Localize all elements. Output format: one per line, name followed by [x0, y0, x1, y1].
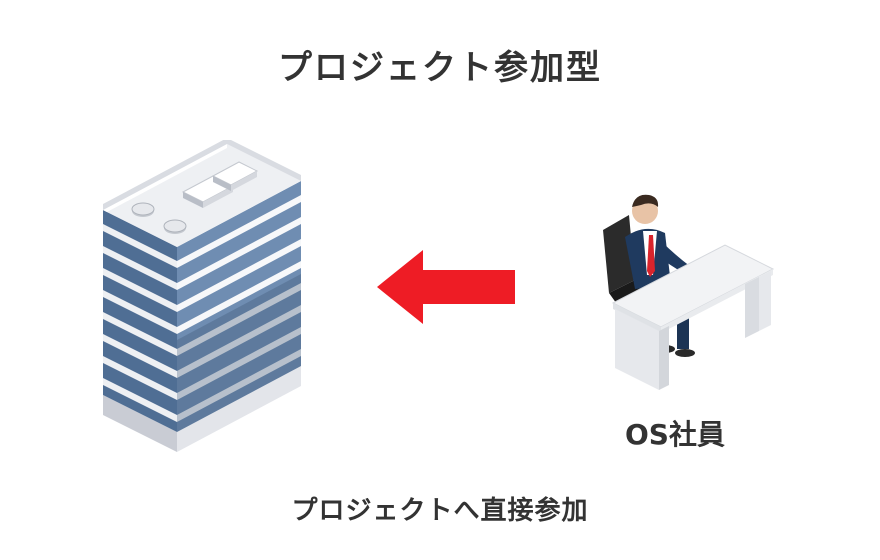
businessman-at-desk-icon	[603, 194, 775, 390]
diagram-title: プロジェクト参加型	[278, 48, 602, 88]
diagram-caption: プロジェクトへ直接参加	[291, 496, 589, 526]
person-label: OS社員	[625, 418, 725, 451]
office-building-icon	[103, 140, 301, 452]
arrow-left-icon	[377, 250, 515, 324]
